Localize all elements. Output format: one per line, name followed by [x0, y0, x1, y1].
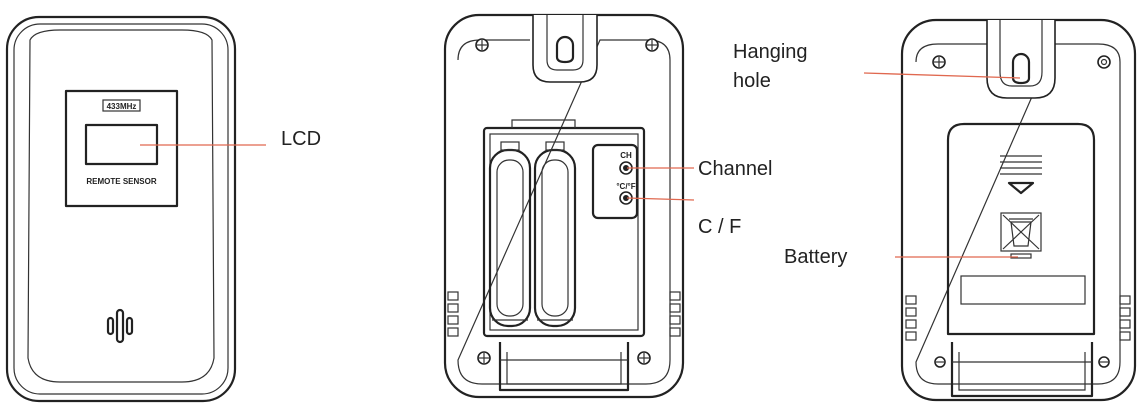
screw-icon	[932, 55, 946, 69]
side-grip-right	[1119, 295, 1131, 341]
cover-latch-grip-icon	[1000, 155, 1042, 195]
screw-icon	[934, 356, 946, 368]
battery-icon	[488, 141, 532, 328]
hanging-hole-callout-line	[863, 72, 1021, 79]
hanging-hole-label-line1: Hanging	[733, 41, 808, 63]
lcd-window	[64, 89, 179, 208]
ch-switch-label: CH	[620, 151, 632, 160]
side-grip-right	[669, 291, 681, 337]
cf-callout-line	[626, 197, 695, 201]
frequency-label: 433MHz	[107, 102, 137, 111]
hanging-hole-label-line2: hole	[733, 70, 771, 92]
screw-icon	[637, 351, 651, 365]
label-area	[960, 275, 1086, 305]
screw-icon	[1097, 55, 1111, 69]
side-grip-left	[905, 295, 917, 341]
channel-label: Channel	[698, 158, 773, 180]
screw-icon	[1098, 356, 1110, 368]
front-inner-bezel	[13, 23, 229, 395]
front-face-panel	[27, 29, 215, 383]
remote-sensor-label: REMOTE SENSOR	[86, 177, 156, 186]
keyhole-icon	[1011, 52, 1031, 85]
cf-label: C / F	[698, 216, 742, 238]
weee-bin-icon	[1000, 212, 1042, 259]
screw-icon	[477, 351, 491, 365]
battery-compartment	[482, 126, 646, 338]
hanging-hole-boss-closed	[986, 20, 1056, 99]
frequency-badge	[102, 99, 141, 112]
cf-switch-label: °C/°F	[616, 182, 635, 191]
battery-icon	[533, 141, 577, 328]
battery-label: Battery	[784, 246, 848, 268]
back-open-view: CH °C/°F	[443, 13, 685, 399]
stand-clip	[498, 342, 630, 392]
stand-clip	[950, 342, 1094, 398]
side-grip-left	[447, 291, 459, 337]
switch-panel	[591, 143, 639, 220]
keyhole-icon	[555, 35, 575, 64]
hanging-hole-boss	[532, 15, 598, 83]
front-outer-shell	[5, 15, 237, 403]
battery-cover	[946, 122, 1096, 336]
back-closed-view	[900, 18, 1137, 402]
front-view: 433MHz REMOTE SENSOR	[5, 15, 237, 403]
speaker-slots-icon	[106, 308, 134, 344]
screw-icon	[645, 38, 659, 52]
lcd-label: LCD	[281, 128, 322, 150]
screw-icon	[475, 38, 489, 52]
